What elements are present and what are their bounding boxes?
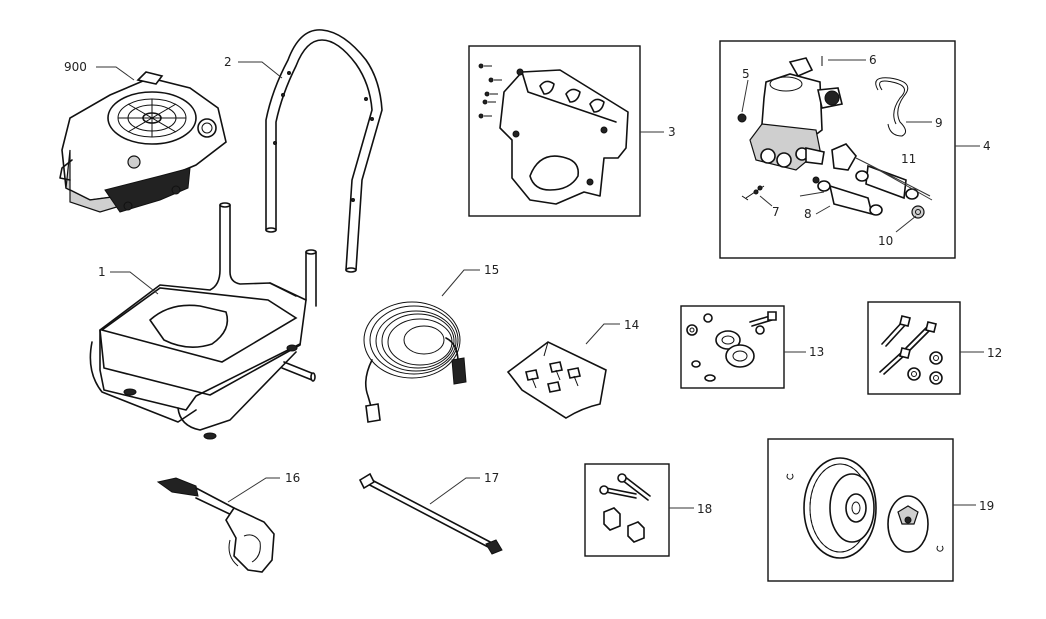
- wand-part: [358, 472, 503, 555]
- leader-17: [429, 477, 480, 505]
- leader-16: [227, 477, 280, 503]
- callout-6: 6: [869, 53, 877, 67]
- handle-part: [265, 29, 383, 273]
- leader-1: [110, 271, 159, 295]
- callout-12: 12: [987, 346, 1002, 360]
- box-13: [680, 305, 785, 389]
- leader-7: [759, 195, 773, 207]
- box-3: [468, 45, 641, 217]
- callout-8: 8: [804, 207, 812, 221]
- callout-15: 15: [484, 263, 499, 277]
- leader-2: [238, 61, 283, 79]
- box-18: [584, 463, 670, 557]
- callout-13: 13: [809, 345, 824, 359]
- callout-16: 16: [285, 471, 300, 485]
- leader-10: [895, 215, 917, 233]
- callout-11: 11: [901, 152, 916, 166]
- leader-5: [741, 79, 749, 113]
- box-4: [719, 40, 956, 259]
- box-12: [867, 301, 961, 395]
- spray-gun-part: [156, 477, 275, 573]
- bolt-kit-part: [879, 315, 943, 385]
- pump-part: [737, 56, 925, 219]
- callout-900: 900: [64, 60, 87, 74]
- frame-part: [89, 202, 317, 440]
- bearing-kit-part: [686, 311, 777, 382]
- wheel-part: [786, 457, 944, 559]
- callout-18: 18: [697, 502, 712, 516]
- callout-3: 3: [668, 125, 676, 139]
- leader-900: [96, 66, 135, 81]
- callout-5: 5: [742, 67, 750, 81]
- callout-19: 19: [979, 499, 994, 513]
- callout-14: 14: [624, 318, 639, 332]
- hardware-bag-part: [506, 341, 607, 419]
- hose-part: [363, 301, 467, 423]
- leader-14: [585, 323, 620, 345]
- callout-1: 1: [98, 265, 106, 279]
- callout-17: 17: [484, 471, 499, 485]
- callout-10: 10: [878, 234, 893, 248]
- leader-11: [855, 157, 933, 201]
- callout-2: 2: [224, 55, 232, 69]
- axle-kit-part: [599, 473, 651, 543]
- leader-15: [441, 269, 480, 297]
- callout-9: 9: [935, 116, 943, 130]
- box-19: [767, 438, 954, 582]
- control-bracket-part: [478, 63, 629, 205]
- callout-7: 7: [772, 205, 780, 219]
- leader-8: [799, 191, 831, 215]
- callout-4: 4: [983, 139, 991, 153]
- engine-part: [59, 71, 227, 213]
